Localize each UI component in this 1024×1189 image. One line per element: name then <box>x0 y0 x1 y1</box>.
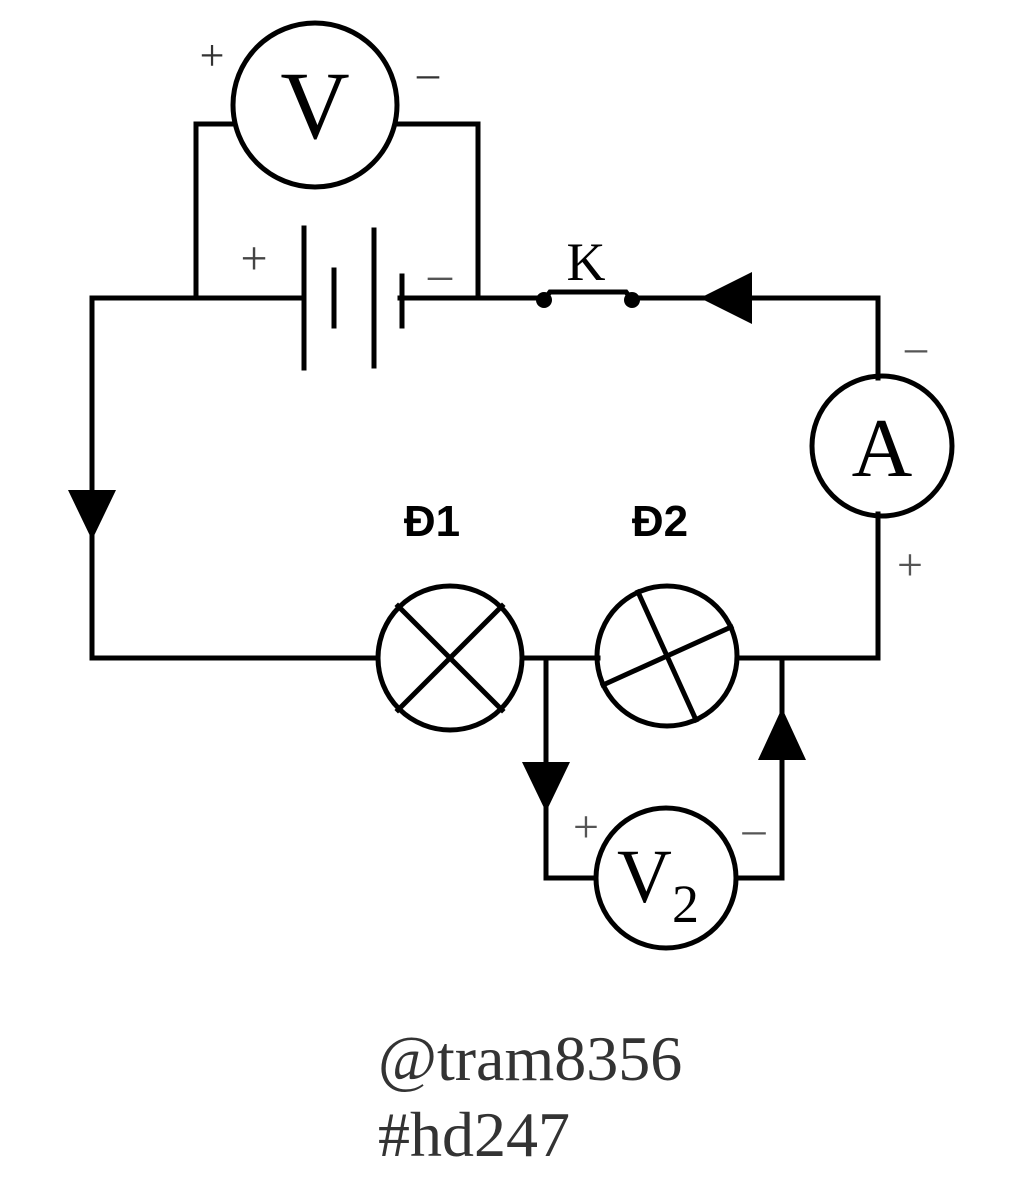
credit-line-2: #hd247 <box>378 1099 570 1170</box>
voltmeter2-label: V2 <box>617 835 699 934</box>
junction-dot <box>536 292 552 308</box>
ammeter-minus: – <box>904 323 928 372</box>
main-circuit-wires <box>89 295 881 661</box>
ammeter-label: A <box>852 402 913 495</box>
switch-k-symbol <box>540 289 636 304</box>
voltmeter-main-label: V <box>280 52 349 159</box>
current-arrows <box>68 272 806 812</box>
lamp-d2-symbol <box>594 583 740 729</box>
ammeter-circle <box>809 373 955 519</box>
voltmeter2-circle <box>593 805 739 951</box>
lamp-d1-symbol <box>375 583 525 733</box>
voltmeter-main-minus: – <box>416 49 440 98</box>
battery-plus: + <box>240 232 267 285</box>
arrow-left-top <box>700 272 752 324</box>
arrow-down-left <box>68 490 116 540</box>
switch-label: K <box>567 232 606 292</box>
battery-minus: – <box>427 248 453 301</box>
arrow-down-v2 <box>522 762 570 812</box>
voltmeter2-minus: – <box>742 803 767 854</box>
arrow-up-v2 <box>758 708 806 760</box>
lamp-d2-label: Đ2 <box>632 497 688 546</box>
lamp-d1-label: Đ1 <box>404 497 460 546</box>
junction-dot <box>624 292 640 308</box>
ammeter-plus: + <box>897 539 923 590</box>
voltmeter-branch-wires <box>193 121 481 301</box>
voltmeter2-plus: + <box>573 801 599 852</box>
credit-line-1: @tram8356 <box>378 1023 682 1094</box>
voltmeter-main-circle <box>230 20 400 190</box>
voltmeter-main-plus: + <box>200 31 225 80</box>
battery-symbol <box>301 225 405 371</box>
voltmeter2-letter: V <box>617 835 672 919</box>
voltmeter2-subscript: 2 <box>672 874 699 934</box>
junction-dots <box>536 292 640 308</box>
